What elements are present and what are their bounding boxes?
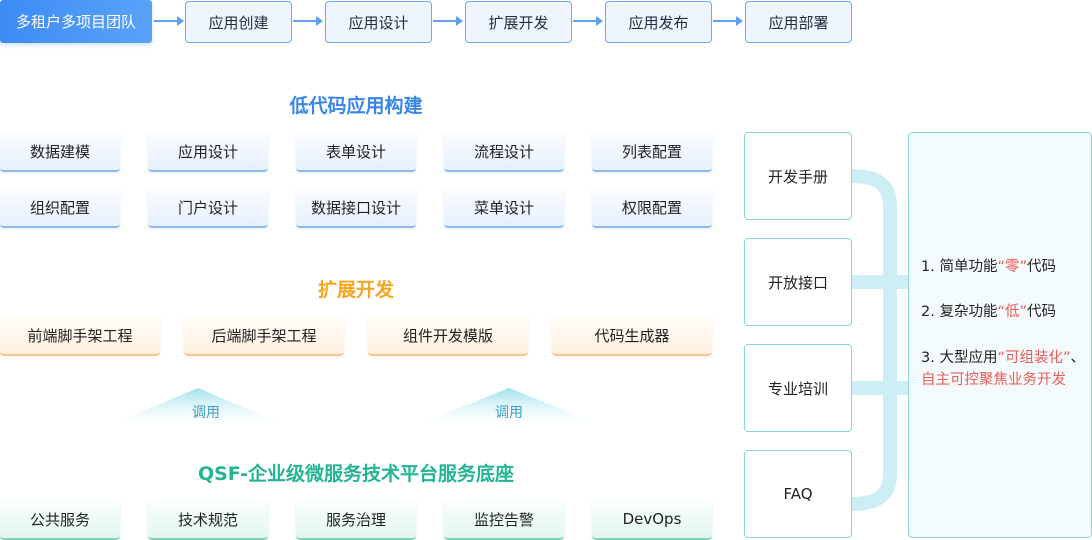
flow-step-team: 多租户多项目团队 bbox=[0, 0, 152, 43]
summary-item-1-highlight: “零” bbox=[997, 259, 1027, 275]
flow-arrow-icon bbox=[154, 16, 184, 26]
summary-item-2-highlight: “低” bbox=[997, 304, 1027, 320]
summary-item-2-suffix: 代码 bbox=[1026, 304, 1056, 320]
flow-step-design: 应用设计 bbox=[325, 1, 432, 43]
platform-item-tech-spec: 技术规范 bbox=[148, 500, 268, 540]
flow-step-create: 应用创建 bbox=[185, 1, 292, 43]
summary-item-2: 2. 复杂功能“低”代码 bbox=[921, 301, 1089, 323]
summary-item-2-prefix: 2. 复杂功能 bbox=[921, 304, 998, 320]
extension-item-frontend-scaffold: 前端脚手架工程 bbox=[0, 316, 160, 356]
low-code-item-app-design: 应用设计 bbox=[148, 132, 268, 172]
call-arrow-right-icon bbox=[414, 388, 604, 426]
extension-title: 扩展开发 bbox=[317, 279, 394, 301]
low-code-item-flow-design: 流程设计 bbox=[444, 132, 564, 172]
low-code-title: 低代码应用构建 bbox=[289, 95, 423, 117]
extension-item-component-template: 组件开发模版 bbox=[368, 316, 528, 356]
summary-item-1-suffix: 代码 bbox=[1026, 259, 1056, 275]
flow-step-extend: 扩展开发 bbox=[465, 1, 572, 43]
platform-item-service-governance: 服务治理 bbox=[296, 500, 416, 540]
support-connector bbox=[852, 169, 908, 511]
low-code-item-form-design: 表单设计 bbox=[296, 132, 416, 172]
flow-arrow-icon bbox=[433, 16, 463, 26]
call-label-right: 调用 bbox=[495, 405, 523, 421]
platform-item-public-service: 公共服务 bbox=[0, 500, 120, 540]
summary-item-3-prefix: 3. 大型应用 bbox=[921, 350, 998, 366]
platform-item-monitor-alert: 监控告警 bbox=[444, 500, 564, 540]
call-arrow-left-icon bbox=[108, 388, 288, 426]
support-item-open-api: 开放接口 bbox=[744, 238, 852, 326]
flow-arrow-icon bbox=[573, 16, 603, 26]
flow-arrow-icon bbox=[713, 16, 743, 26]
flow-step-publish: 应用发布 bbox=[605, 1, 712, 43]
support-item-training: 专业培训 bbox=[744, 344, 852, 432]
extension-item-backend-scaffold: 后端脚手架工程 bbox=[184, 316, 344, 356]
extension-item-code-generator: 代码生成器 bbox=[552, 316, 712, 356]
low-code-item-portal-design: 门户设计 bbox=[148, 188, 268, 228]
summary-item-1: 1. 简单功能“零”代码 bbox=[921, 256, 1089, 278]
summary-item-1-prefix: 1. 简单功能 bbox=[921, 259, 998, 275]
support-item-dev-manual: 开发手册 bbox=[744, 132, 852, 220]
summary-item-3-highlight: “可组装化” bbox=[997, 350, 1071, 366]
platform-title: QSF-企业级微服务技术平台服务底座 bbox=[197, 463, 515, 485]
summary-item-3: 3. 大型应用“可组装化”、自主可控聚焦业务开发 bbox=[921, 347, 1089, 391]
summary-item-3-suffix: 、 bbox=[1070, 350, 1085, 366]
flow-arrow-icon bbox=[293, 16, 323, 26]
support-item-faq: FAQ bbox=[744, 450, 852, 538]
call-label-left: 调用 bbox=[192, 405, 220, 421]
platform-item-devops: DevOps bbox=[592, 500, 712, 540]
summary-item-3-highlight2: 自主可控聚焦业务开发 bbox=[921, 372, 1066, 388]
low-code-item-menu-design: 菜单设计 bbox=[444, 188, 564, 228]
low-code-item-data-modeling: 数据建模 bbox=[0, 132, 120, 172]
low-code-item-list-config: 列表配置 bbox=[592, 132, 712, 172]
flow-step-deploy: 应用部署 bbox=[745, 1, 852, 43]
low-code-item-org-config: 组织配置 bbox=[0, 188, 120, 228]
low-code-item-data-api-design: 数据接口设计 bbox=[296, 188, 416, 228]
summary-panel bbox=[908, 132, 1092, 538]
low-code-item-permission-config: 权限配置 bbox=[592, 188, 712, 228]
